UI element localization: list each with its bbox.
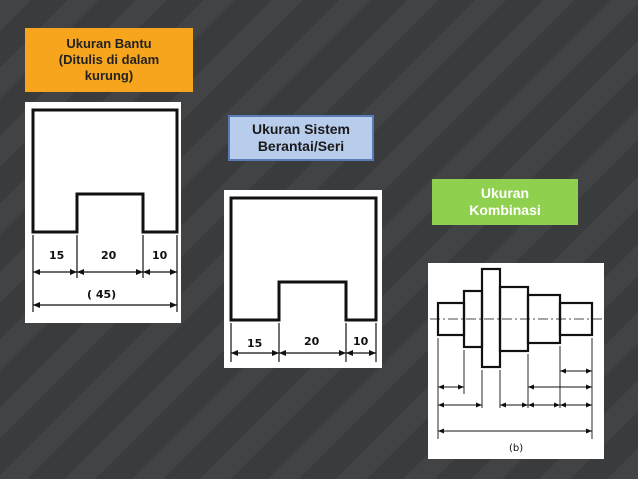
drawing-3-extension-lines — [437, 338, 593, 439]
drawing-1-dim-total: ( 45) — [87, 288, 116, 301]
label-berantai-line-2: Berantai/Seri — [257, 138, 345, 154]
drawing-1-profile — [31, 108, 179, 234]
label-ukuran-bantu: Ukuran Bantu (Ditulis di dalam kurung) — [25, 28, 193, 92]
drawing-1-dim-10: 10 — [152, 249, 168, 262]
label-bantu-line-2: (Ditulis di dalam — [58, 51, 160, 67]
drawing-1-arrows — [33, 269, 177, 275]
drawing-3-arrows — [438, 368, 592, 434]
label-bantu-line-1: Ukuran Bantu — [66, 35, 152, 51]
drawing-1-dim-20: 20 — [101, 249, 117, 262]
drawing-ukuran-kombinasi: (b) — [428, 263, 604, 459]
label-kombinasi-line-1: Ukuran — [480, 184, 530, 201]
drawing-1-svg: 15 20 10 ( 45) — [31, 108, 179, 312]
drawing-3-dimension-lines — [438, 370, 592, 432]
drawing-3-caption: (b) — [509, 443, 523, 454]
drawing-3-svg: (b) — [430, 267, 602, 454]
label-ukuran-kombinasi: Ukuran Kombinasi — [432, 179, 578, 225]
drawing-2-dim-15: 15 — [247, 337, 262, 350]
drawing-3-shaft — [436, 267, 594, 369]
drawing-1-dim-15: 15 — [49, 249, 64, 262]
drawing-2-profile — [229, 196, 378, 322]
drawing-2-svg: 15 20 10 — [229, 196, 378, 362]
drawing-ukuran-berantai: 15 20 10 — [224, 190, 382, 368]
label-berantai-line-1: Ukuran Sistem — [251, 120, 351, 137]
label-ukuran-berantai: Ukuran Sistem Berantai/Seri — [228, 115, 374, 161]
label-bantu-line-3: kurung) — [84, 68, 134, 84]
drawing-2-arrows — [231, 350, 376, 356]
drawing-ukuran-bantu: 15 20 10 ( 45) — [25, 102, 181, 323]
drawing-2-dim-10: 10 — [353, 335, 369, 348]
drawing-2-dim-20: 20 — [304, 335, 320, 348]
label-kombinasi-line-2: Kombinasi — [469, 202, 541, 218]
